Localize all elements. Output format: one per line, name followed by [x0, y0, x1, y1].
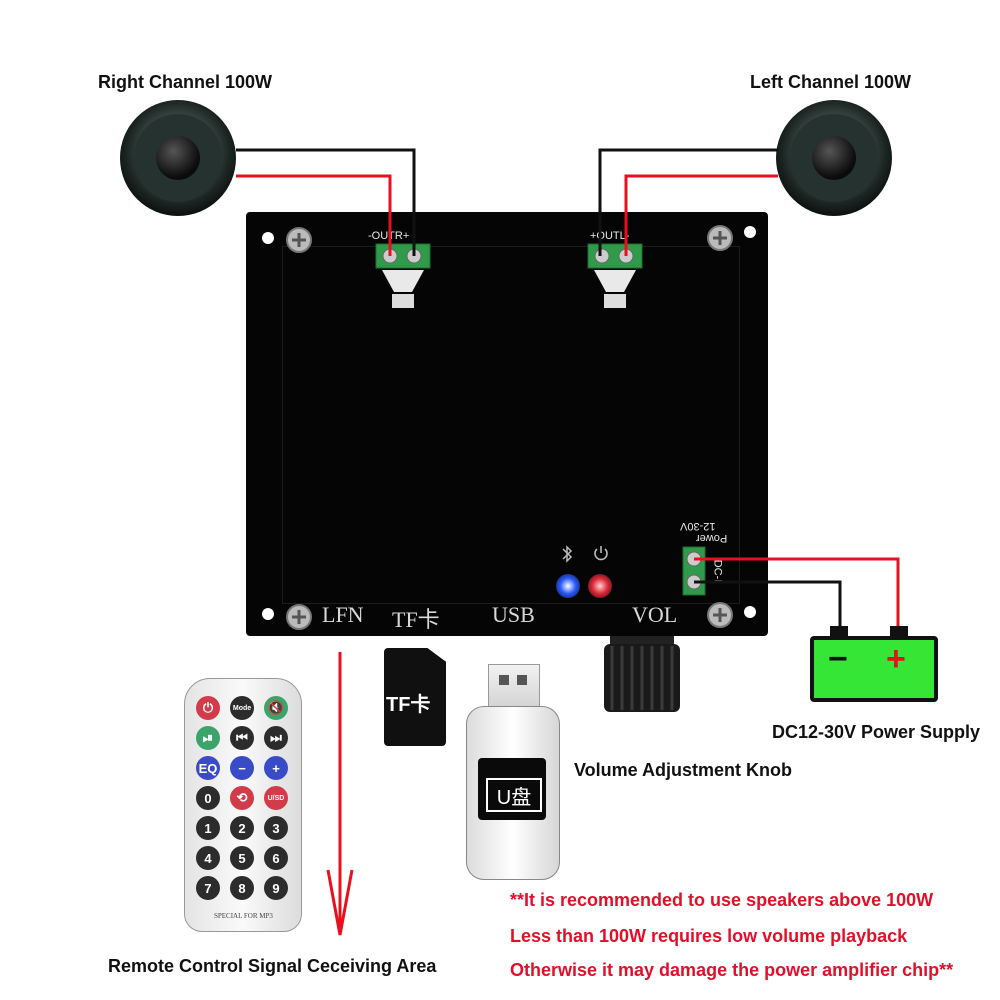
right-red-wire	[236, 174, 392, 256]
right-output-terminal	[375, 243, 431, 308]
remote-button[interactable]: 3	[264, 816, 288, 840]
remote-button[interactable]: ⏮	[230, 726, 254, 750]
usb-drive-text: U盘	[486, 778, 542, 812]
power-supply-label: DC12-30V Power Supply	[772, 722, 981, 742]
right-speaker-icon	[120, 100, 236, 216]
screw-icon	[707, 225, 733, 251]
remote-arrow-head	[326, 869, 354, 936]
remote-button[interactable]: 8	[230, 876, 254, 900]
remote-button[interactable]: 4	[196, 846, 220, 870]
usb-plug	[488, 664, 540, 714]
blue-led	[556, 574, 580, 598]
right-channel-label: Right Channel 100W	[98, 72, 273, 92]
remote-button[interactable]: ⏯	[196, 726, 220, 750]
remote-button[interactable]: U/SD	[264, 786, 288, 810]
remote-button[interactable]: 5	[230, 846, 254, 870]
mounting-hole	[262, 608, 274, 620]
screw-icon	[286, 227, 312, 253]
remote-button[interactable]: ⟲	[230, 786, 254, 810]
battery-icon	[810, 636, 938, 702]
left-red-wire	[624, 174, 778, 256]
warning-line-2: Less than 100W requires low volume playb…	[510, 926, 908, 946]
screw-icon	[707, 602, 733, 628]
board-label-lfn: LFN	[322, 602, 364, 627]
remote-button[interactable]: 7	[196, 876, 220, 900]
remote-footer: SPECIAL FOR MP3	[214, 912, 273, 920]
left-output-terminal	[587, 243, 643, 308]
volume-knob-label: Volume Adjustment Knob	[574, 760, 792, 780]
mounting-hole	[744, 226, 756, 238]
warning-line-3: Otherwise it may damage the power amplif…	[510, 960, 954, 980]
board-label-usb: USB	[492, 602, 535, 627]
remote-button[interactable]: ⏭	[264, 726, 288, 750]
power-red-wire	[694, 557, 900, 634]
board-label-tf: TF卡	[392, 607, 440, 632]
power-icon	[594, 546, 608, 561]
mounting-hole	[262, 232, 274, 244]
volume-knob-icon	[604, 636, 680, 712]
red-led	[588, 574, 612, 598]
remote-button[interactable]: −	[230, 756, 254, 780]
remote-button[interactable]: 0	[196, 786, 220, 810]
remote-button[interactable]: 6	[264, 846, 288, 870]
mounting-hole	[744, 606, 756, 618]
remote-button[interactable]: EQ	[196, 756, 220, 780]
remote-button[interactable]: 🔇	[264, 696, 288, 720]
bluetooth-icon	[562, 545, 573, 563]
tf-card-icon	[384, 648, 446, 746]
battery-plus-sign: +	[886, 640, 906, 678]
left-black-wire	[598, 148, 778, 256]
board-outline	[282, 246, 740, 604]
remote-button[interactable]: 2	[230, 816, 254, 840]
tf-card-text: TF卡	[386, 694, 431, 716]
power-black-wire	[694, 580, 842, 634]
remote-area-label: Remote Control Signal Ceceiving Area	[108, 956, 437, 976]
left-speaker-icon	[776, 100, 892, 216]
remote-button[interactable]: ⏻	[196, 696, 220, 720]
left-channel-label: Left Channel 100W	[750, 72, 912, 92]
screw-icon	[286, 604, 312, 630]
battery-terminal-minus	[830, 626, 848, 638]
amplifier-board	[246, 212, 768, 636]
battery-minus-sign: −	[828, 640, 848, 678]
right-black-wire	[236, 148, 416, 256]
remote-button[interactable]: 9	[264, 876, 288, 900]
warning-line-1: **It is recommended to use speakers abov…	[510, 890, 934, 910]
remote-button[interactable]: +	[264, 756, 288, 780]
usb-drive-window	[478, 758, 546, 820]
remote-button[interactable]: 1	[196, 816, 220, 840]
board-label-vol: VOL	[632, 602, 678, 627]
remote-button[interactable]: Mode	[230, 696, 254, 720]
battery-terminal-plus	[890, 626, 908, 638]
